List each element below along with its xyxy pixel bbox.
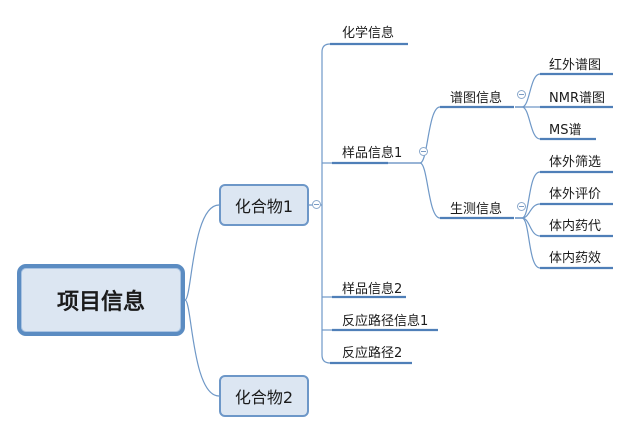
- collapse-spectra-toggle-icon[interactable]: [517, 90, 526, 99]
- topic-sample-info-2[interactable]: 样品信息2: [342, 282, 403, 297]
- collapse-bio-toggle-icon[interactable]: [517, 202, 526, 211]
- connector-root-compound2: [184, 299, 220, 397]
- topic-sample-info-1[interactable]: 样品信息1: [342, 146, 403, 161]
- topic-bioassay-info[interactable]: 生测信息: [450, 202, 503, 217]
- connector-sample1-bio: [388, 162, 441, 219]
- topic-reaction-route-info-1[interactable]: 反应路径信息1: [342, 314, 429, 329]
- connector-bio-screen: [515, 171, 541, 219]
- compound-node-label: 化合物1: [234, 197, 294, 216]
- collapse-compound1-toggle-icon[interactable]: [312, 200, 321, 209]
- topic-in-vivo-pk[interactable]: 体内药代: [549, 219, 602, 234]
- connector-spectra-ms: [515, 106, 541, 140]
- compound-node-2[interactable]: 化合物2: [219, 375, 309, 417]
- topic-in-vitro-screening[interactable]: 体外筛选: [549, 155, 602, 170]
- topic-spectra-info[interactable]: 谱图信息: [450, 91, 503, 106]
- topic-nmr-spectrum[interactable]: NMR谱图: [549, 91, 605, 106]
- topic-ms-spectrum[interactable]: MS谱: [549, 123, 582, 138]
- topic-in-vitro-evaluation[interactable]: 体外评价: [549, 187, 602, 202]
- connector-bio-pd: [515, 217, 541, 269]
- collapse-sample1-toggle-icon[interactable]: [419, 147, 428, 156]
- compound-node-1[interactable]: 化合物1: [219, 184, 309, 226]
- root-node-label: 项目信息: [56, 290, 145, 315]
- topic-chemical-info[interactable]: 化学信息: [342, 26, 395, 41]
- compound-node-label: 化合物2: [234, 388, 294, 407]
- topic-in-vivo-efficacy[interactable]: 体内药效: [549, 251, 602, 266]
- root-node[interactable]: 项目信息: [17, 264, 185, 336]
- topic-reaction-route-2[interactable]: 反应路径2: [342, 346, 403, 361]
- connector-root-compound1: [184, 204, 220, 301]
- topic-ir-spectrum[interactable]: 红外谱图: [549, 58, 602, 73]
